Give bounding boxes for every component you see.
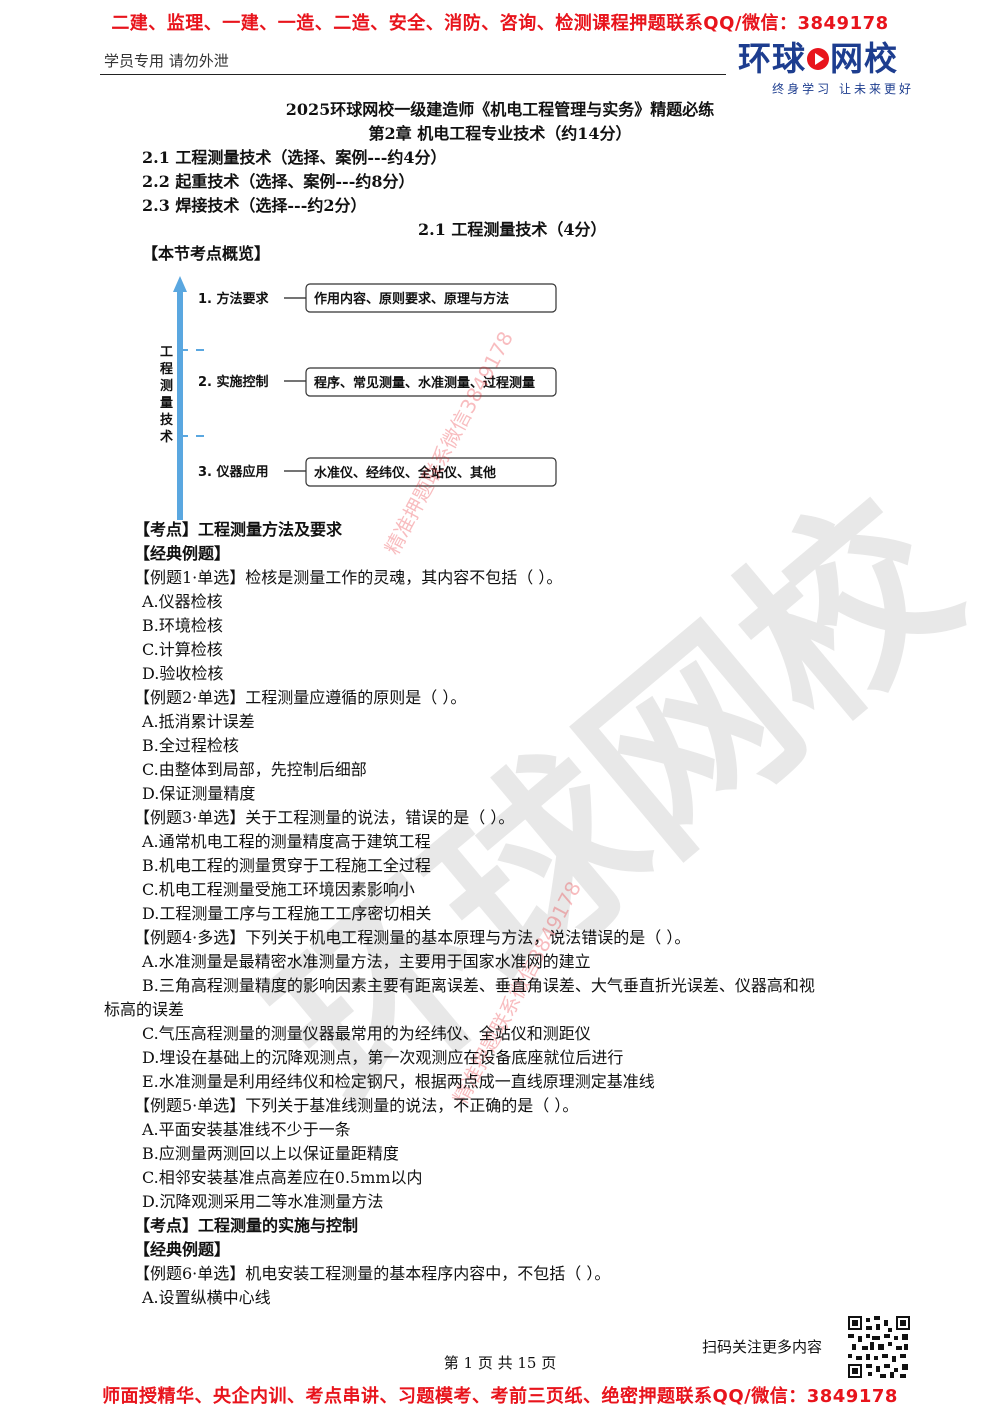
question-5-option-c: C.相邻安装基准点高差应在0.5mm以内 — [142, 1168, 423, 1187]
branch-detail-1: 作用内容、原则要求、原理与方法 — [314, 291, 509, 307]
axis-char-5: 技 — [160, 412, 174, 428]
toc-item-2: 2.2 起重技术（选择、案例---约8分） — [142, 172, 415, 191]
question-4-stem: 【例题4·多选】下列关于机电工程测量的基本原理与方法，说法错误的是（ ）。 — [134, 928, 691, 947]
branch-detail-3: 水准仪、经纬仪、全站仪、其他 — [314, 465, 496, 481]
question-2-option-c: C.由整体到局部，先控制后细部 — [142, 760, 367, 779]
question-2-option-b: B.全过程检核 — [142, 736, 239, 755]
diagram-canvas: 工 程 测 量 技 术 1. 方法要求 2. 实施控制 3. 仪器应用 作用内容… — [159, 276, 557, 520]
jingdian-heading-1: 【经典例题】 — [134, 544, 231, 563]
question-1-option-c: C.计算检核 — [142, 640, 223, 659]
axis-char-3: 测 — [160, 378, 173, 394]
question-3-option-c: C.机电工程测量受施工环境因素影响小 — [142, 880, 415, 899]
question-3-option-b: B.机电工程的测量贯穿于工程施工全过程 — [142, 856, 431, 875]
question-2-option-d: D.保证测量精度 — [142, 784, 256, 803]
header-divider — [100, 74, 726, 75]
header-note: 学员专用 请勿外泄 — [104, 52, 229, 70]
axis-char-4: 量 — [160, 396, 173, 411]
page-number: 第 1 页 共 15 页 — [443, 1354, 557, 1372]
kaodian-heading-1: 【考点】工程测量方法及要求 — [134, 520, 343, 539]
question-5-option-a: A.平面安装基准线不少于一条 — [142, 1120, 351, 1139]
logo-slogan: 终身学习 让未来更好 — [772, 82, 914, 96]
toc-item-1: 2.1 工程测量技术（选择、案例---约4分） — [142, 148, 447, 167]
question-4-option-e: E.水准测量是利用经纬仪和检定钢尺，根据两点成一直线原理测定基准线 — [142, 1072, 655, 1091]
bottom-promo-banner: 师面授精华、央企内训、考点串讲、习题模考、考前三页纸、绝密押题联系QQ/微信：3… — [102, 1386, 898, 1407]
axis-char-6: 术 — [159, 429, 173, 445]
question-2-stem: 【例题2·单选】工程测量应遵循的原则是（ ）。 — [134, 688, 467, 707]
branch-detail-2: 程序、常见测量、水准测量、过程测量 — [314, 375, 535, 391]
top-promo-banner: 二建、监理、一建、一造、二造、安全、消防、咨询、检测课程押题联系QQ/微信：38… — [111, 13, 889, 34]
logo-name-b: 网校 — [830, 39, 898, 78]
detail-box-1 — [305, 283, 557, 313]
branch-label-3: 3. 仪器应用 — [198, 464, 269, 480]
toc-item-3: 2.3 焊接技术（选择---约2分） — [142, 196, 367, 215]
question-1-option-d: D.验收检核 — [142, 664, 224, 683]
question-4-option-b-cont: 标高的误差 — [104, 1000, 185, 1019]
branch-label-2: 2. 实施控制 — [198, 374, 269, 390]
document-title: 2025环球网校一级建造师《机电工程管理与实务》精题必练 — [285, 100, 715, 119]
section-title: 2.1 工程测量技术（4分） — [418, 220, 607, 239]
axis-char-1: 工 — [160, 345, 173, 360]
question-5-option-b: B.应测量两测回以上以保证量距精度 — [142, 1144, 399, 1163]
diagram-axis-arrow — [173, 276, 187, 292]
scan-note: 扫码关注更多内容 — [702, 1338, 823, 1356]
question-4-option-c: C.气压高程测量的测量仪器最常用的为经纬仪、全站仪和测距仪 — [142, 1024, 591, 1043]
overview-diagram: 工 程 测 量 技 术 1. 方法要求 2. 实施控制 3. 仪器应用 作用内容… — [140, 272, 570, 520]
branch-label-1: 1. 方法要求 — [198, 291, 270, 307]
chapter-title: 第2章 机电工程专业技术（约14分） — [368, 124, 632, 143]
overview-heading: 【本节考点概览】 — [142, 244, 271, 263]
jingdian-heading-2: 【经典例题】 — [134, 1240, 231, 1259]
play-icon — [807, 48, 829, 70]
question-4-option-d: D.埋设在基础上的沉降观测点，第一次观测应在设备底座就位后进行 — [142, 1048, 624, 1067]
question-1-stem: 【例题1·单选】检核是测量工作的灵魂，其内容不包括（ ）。 — [134, 568, 563, 587]
logo-name-a: 环球 — [738, 39, 806, 78]
question-3-option-d: D.工程测量工序与工程施工工序密切相关 — [142, 904, 432, 923]
question-5-stem: 【例题5·单选】下列关于基准线测量的说法，不正确的是（ ）。 — [134, 1096, 579, 1115]
question-1-option-b: B.环境检核 — [142, 616, 223, 635]
detail-box-3 — [305, 457, 557, 487]
question-3-option-a: A.通常机电工程的测量精度高于建筑工程 — [142, 832, 431, 851]
question-2-option-a: A.抵消累计误差 — [142, 712, 255, 731]
question-6-stem: 【例题6·单选】机电安装工程测量的基本程序内容中，不包括（ ）。 — [134, 1264, 611, 1283]
logo-wordmark: 环球 网校 — [738, 40, 914, 78]
question-4-option-b: B.三角高程测量精度的影响因素主要有距离误差、垂直角误差、大气垂直折光误差、仪器… — [142, 976, 815, 995]
axis-char-2: 程 — [160, 362, 173, 377]
question-3-stem: 【例题3·单选】关于工程测量的说法，错误的是（ ）。 — [134, 808, 515, 827]
kaodian-heading-2: 【考点】工程测量的实施与控制 — [134, 1216, 359, 1235]
question-6-option-a: A.设置纵横中心线 — [142, 1288, 271, 1307]
detail-box-2 — [305, 367, 557, 397]
logo: 环球 网校 终身学习 让未来更好 — [738, 40, 914, 100]
question-5-option-d: D.沉降观测采用二等水准测量方法 — [142, 1192, 384, 1211]
question-1-option-a: A.仪器检核 — [142, 592, 223, 611]
question-4-option-a: A.水准测量是最精密水准测量方法，主要用于国家水准网的建立 — [142, 952, 591, 971]
qr-code-icon[interactable] — [848, 1316, 910, 1378]
